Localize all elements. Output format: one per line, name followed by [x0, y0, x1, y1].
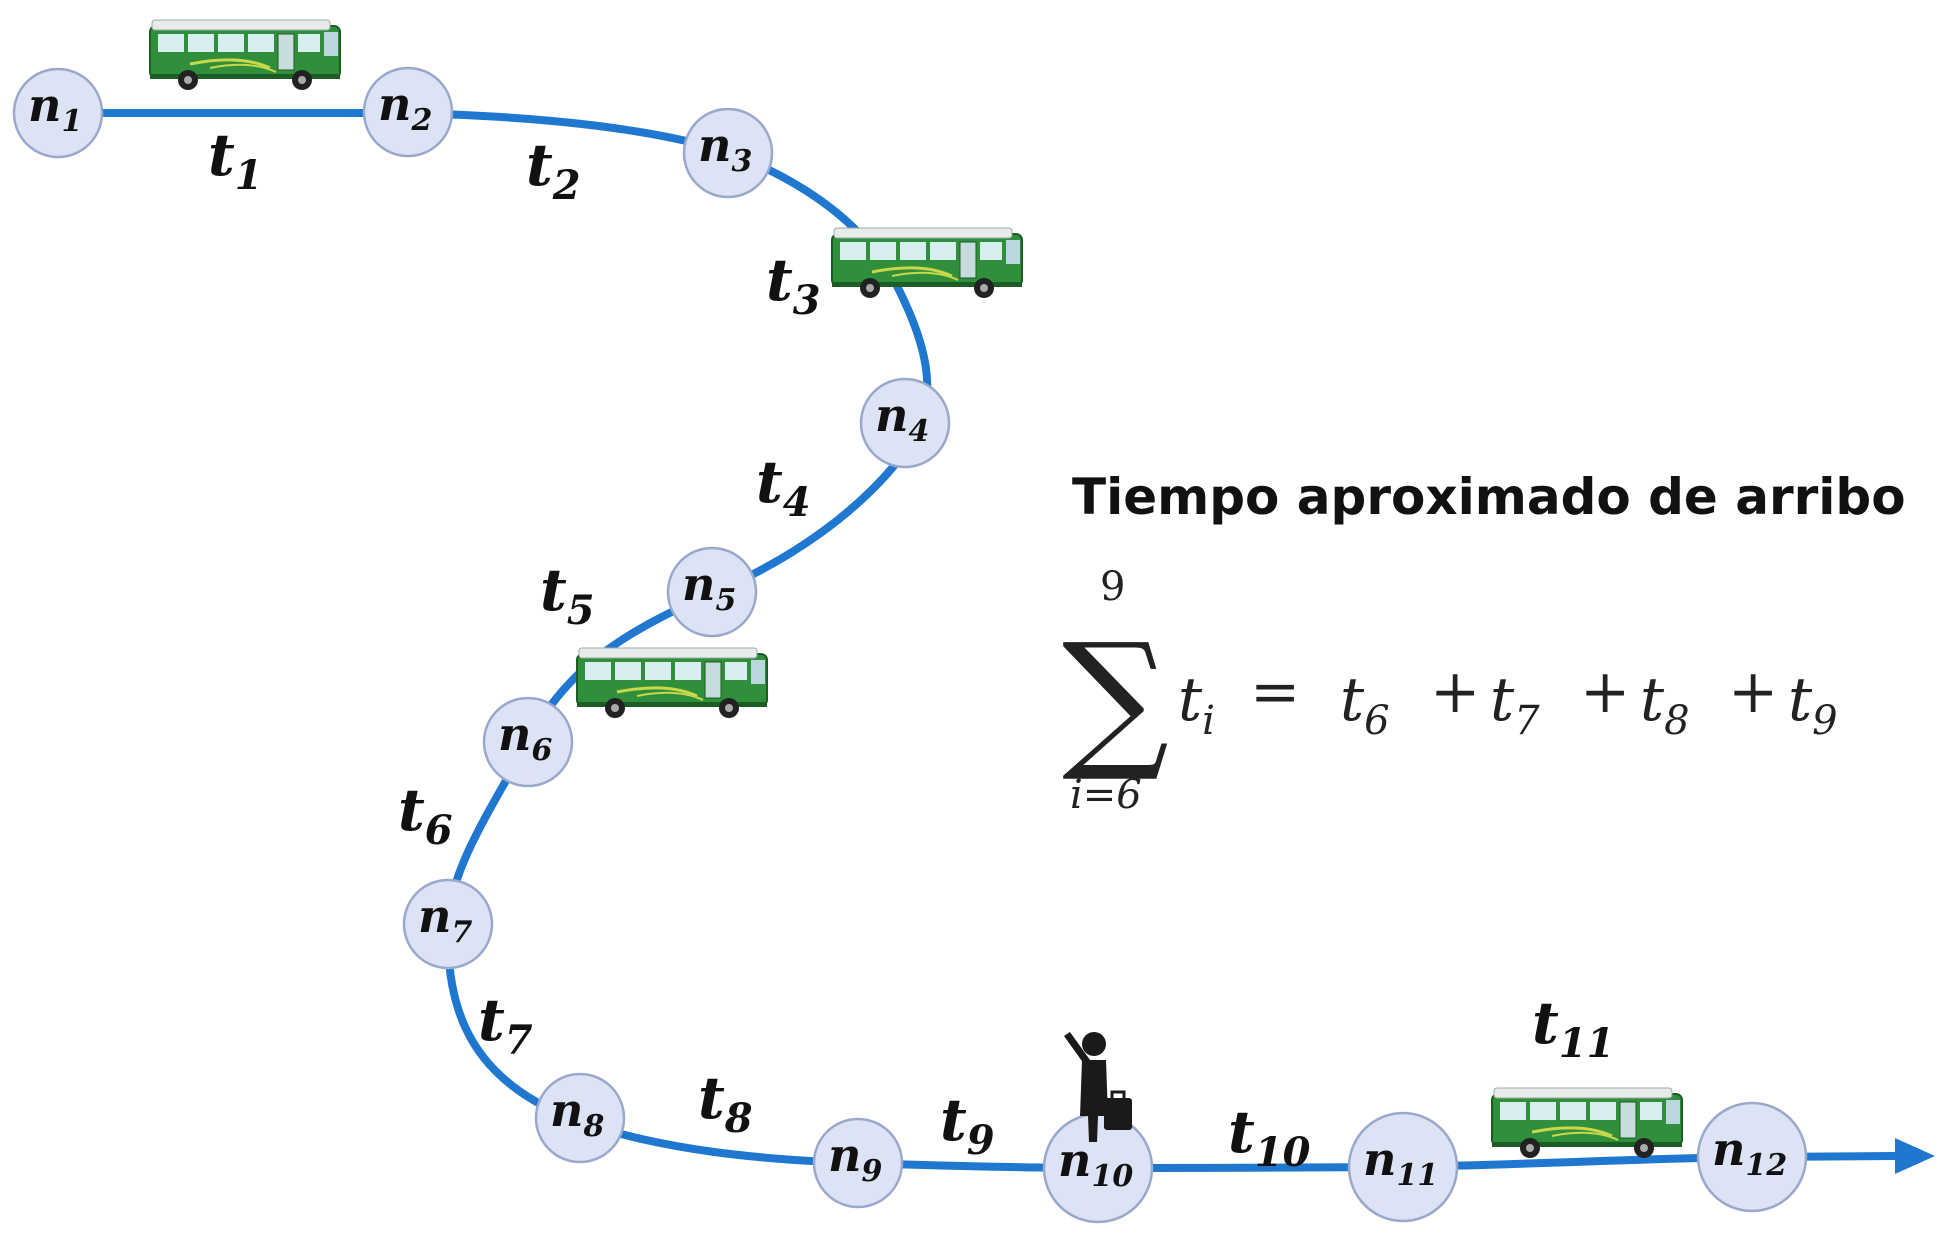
rhs-term-7: t7	[1490, 665, 1540, 744]
stop-node-n12: n12	[1696, 1101, 1808, 1213]
stop-node-n6: n6	[482, 696, 574, 788]
stop-node-circle	[12, 67, 104, 159]
plus-sign-3: +	[1728, 657, 1778, 727]
arrival-time-heading: Tiempo aproximado de arribo	[1072, 468, 1906, 526]
stop-node-n8: n8	[534, 1072, 626, 1164]
stop-node-circle	[1347, 1111, 1459, 1223]
stop-node-n10: n10	[1042, 1112, 1154, 1224]
stop-node-label: n10	[1058, 1133, 1133, 1194]
segment-label-t7: t7	[478, 986, 533, 1064]
segment-label-t1: t1	[208, 121, 263, 199]
stop-node-label: n6	[498, 707, 552, 768]
stop-node-label: n12	[1712, 1122, 1787, 1183]
stop-node-label: n1	[28, 78, 82, 139]
stop-node-label: n4	[875, 388, 929, 449]
summation-lower-limit: i=6	[1070, 772, 1142, 818]
summation-symbol: ∑	[1062, 612, 1169, 786]
segment-label-t2: t2	[526, 131, 581, 209]
stop-node-circle	[402, 878, 494, 970]
segment-label-t3: t3	[766, 246, 821, 324]
segment-label-t8: t8	[698, 1064, 753, 1142]
waiting-passenger-icon	[1064, 1032, 1132, 1142]
stop-node-n9: n9	[812, 1117, 904, 1209]
stop-node-circle	[666, 546, 758, 638]
segment-labels-group: t1 t2 t3 t4 t5 t6 t7 t8 t9 t10 t11	[208, 121, 1614, 1176]
stop-node-n4: n4	[859, 377, 951, 469]
plus-sign-1: +	[1430, 657, 1480, 727]
segment-label-t9: t9	[940, 1086, 995, 1164]
route-arrow-icon	[1895, 1138, 1935, 1174]
stop-node-label: n2	[378, 77, 432, 138]
stop-node-circle	[812, 1117, 904, 1209]
rhs-term-9: t9	[1788, 665, 1838, 744]
bus-group	[148, 18, 1684, 1160]
stop-node-n11: n11	[1347, 1111, 1459, 1223]
summation-upper-limit: 9	[1100, 564, 1125, 610]
stop-node-n7: n7	[402, 878, 494, 970]
bus-icon	[575, 646, 769, 720]
segment-label-t10: t10	[1228, 1098, 1311, 1176]
stop-node-circle	[1696, 1101, 1808, 1213]
bus-icon	[830, 226, 1024, 300]
stop-node-n3: n3	[682, 107, 774, 199]
stop-node-label: n3	[698, 118, 752, 179]
stop-node-circle	[534, 1072, 626, 1164]
equals-sign: =	[1250, 657, 1300, 727]
rhs-term-8: t8	[1640, 665, 1690, 744]
stop-node-n1: n1	[12, 67, 104, 159]
stop-node-circle	[482, 696, 574, 788]
segment-label-t6: t6	[398, 776, 453, 854]
bus-icon	[148, 18, 342, 92]
segment-label-t5: t5	[540, 556, 595, 634]
segment-label-t4: t4	[756, 448, 811, 526]
rhs-term-6: t6	[1340, 665, 1390, 744]
stop-node-label: n9	[828, 1128, 882, 1189]
stop-node-circle	[362, 66, 454, 158]
stop-node-label: n7	[418, 889, 472, 950]
stop-node-circle	[682, 107, 774, 199]
summation-term: ti	[1178, 665, 1215, 744]
plus-sign-2: +	[1580, 657, 1630, 727]
stop-node-circle	[859, 377, 951, 469]
stop-node-n5: n5	[666, 546, 758, 638]
stop-nodes-group: n1 n2 n3 n4 n5 n6 n7 n8 n9 n10 n11 n12	[12, 66, 1808, 1224]
bus-icon	[1490, 1086, 1684, 1160]
segment-label-t11: t11	[1532, 989, 1614, 1067]
stop-node-n2: n2	[362, 66, 454, 158]
stop-node-label: n8	[550, 1083, 604, 1144]
stop-node-label: n5	[682, 557, 736, 618]
stop-node-label: n11	[1363, 1132, 1438, 1193]
arrival-formula: ∑ 9 i=6 ti = t6 + t7 + t8 + t9	[1062, 564, 1838, 818]
